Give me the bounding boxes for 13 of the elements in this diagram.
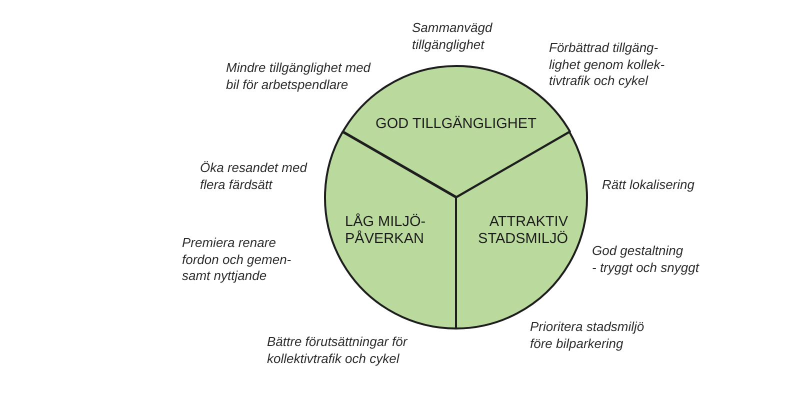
sector-heading: GOD TILLGÄNGLIGHET [376,116,536,132]
annotation-text: Premiera renare fordon och gemen- samt nyttjande [182,235,292,284]
annotation-text: Bättre förutsättningar för kollektivtrafik och cykel [267,334,408,367]
sector-heading: LÅG MILJÖ- PÅVERKAN [345,214,426,248]
annotation-text: Förbättrad tillgäng- lighet genom kollek- tivtrafik och cykel [549,40,665,90]
annotation-text: Rätt lokalisering [602,177,694,194]
annotation-text: Sammanvägd tillgänglighet [412,20,492,53]
annotation-text: Prioritera stadsmiljö före bilparkering [530,319,644,352]
annotation-text: God gestaltning - tryggt och snyggt [592,243,699,276]
annotation-text: Mindre tillgänglighet med bil för arbetspendlare [226,60,371,93]
circle-sector [324,130,457,329]
annotation-text: Öka resandet med flera färdsätt [200,160,307,193]
sector-heading: ATTRAKTIV STADSMILJÖ [478,214,568,248]
